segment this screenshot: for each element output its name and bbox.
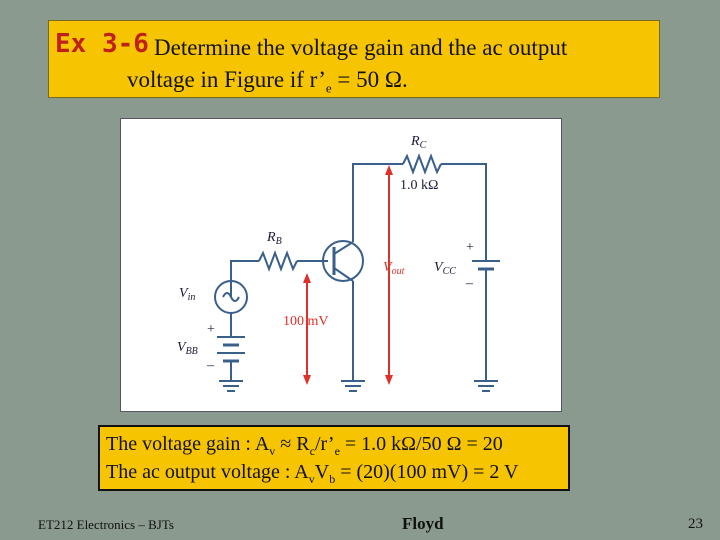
- vcc-plus: +: [466, 240, 474, 255]
- rc-arrow-head-down: [385, 375, 393, 385]
- vin-label: Vin: [179, 286, 195, 303]
- rc-label: RC: [410, 134, 427, 151]
- rc-resistor: [402, 153, 442, 175]
- rb-label: RB: [266, 230, 282, 247]
- vbb-label: VBB: [177, 340, 198, 357]
- transistor-body: [322, 240, 364, 282]
- author-label: Floyd: [402, 514, 444, 533]
- page-number: 23: [688, 516, 703, 532]
- example-label: Ex 3-6: [55, 29, 149, 59]
- title-line-2: voltage in Figure if r’e = 50 Ω.: [127, 67, 408, 96]
- vcc-top-wire: [441, 163, 487, 261]
- vcc-label: VCC: [434, 260, 456, 277]
- ground-vbb: [219, 380, 243, 392]
- course-label: ET212 Electronics – BJTs: [38, 517, 174, 532]
- rc-value: 1.0 kΩ: [400, 178, 438, 193]
- voltage-gain-line: The voltage gain : Av ≈ Rc/r’e = 1.0 kΩ/…: [106, 433, 503, 458]
- transistor-emitter: [333, 267, 354, 282]
- vin-arrow-head-up: [303, 273, 311, 283]
- vout-label: Vout: [383, 260, 405, 277]
- vbb-minus: –: [206, 358, 215, 373]
- ac-output-line: The ac output voltage : AvVb = (20)(100 …: [106, 461, 519, 486]
- circuit-figure: RC 1.0 kΩ RB Vin 100 mV Vout VCC + – VBB…: [120, 118, 562, 412]
- vcc-minus: –: [465, 276, 474, 291]
- ground-vcc: [474, 380, 498, 392]
- transistor-collector: [333, 241, 354, 255]
- ground-emitter: [341, 380, 365, 392]
- vin-value: 100 mV: [283, 314, 329, 329]
- title-box: Ex 3-6 Determine the voltage gain and th…: [48, 20, 660, 98]
- circuit-diagram: RC 1.0 kΩ RB Vin 100 mV Vout VCC + – VBB…: [177, 134, 500, 392]
- collector-wire: [352, 163, 403, 242]
- sine-wave: [222, 292, 240, 302]
- vin-top-wire: [230, 260, 259, 297]
- vbb-plus: +: [207, 322, 215, 337]
- result-box: The voltage gain : Av ≈ Rc/r’e = 1.0 kΩ/…: [98, 425, 570, 491]
- rc-arrow-head-up: [385, 165, 393, 175]
- rb-resistor: [258, 250, 298, 272]
- title-line-1: Determine the voltage gain and the ac ou…: [154, 35, 568, 60]
- vin-arrow-head-down: [303, 375, 311, 385]
